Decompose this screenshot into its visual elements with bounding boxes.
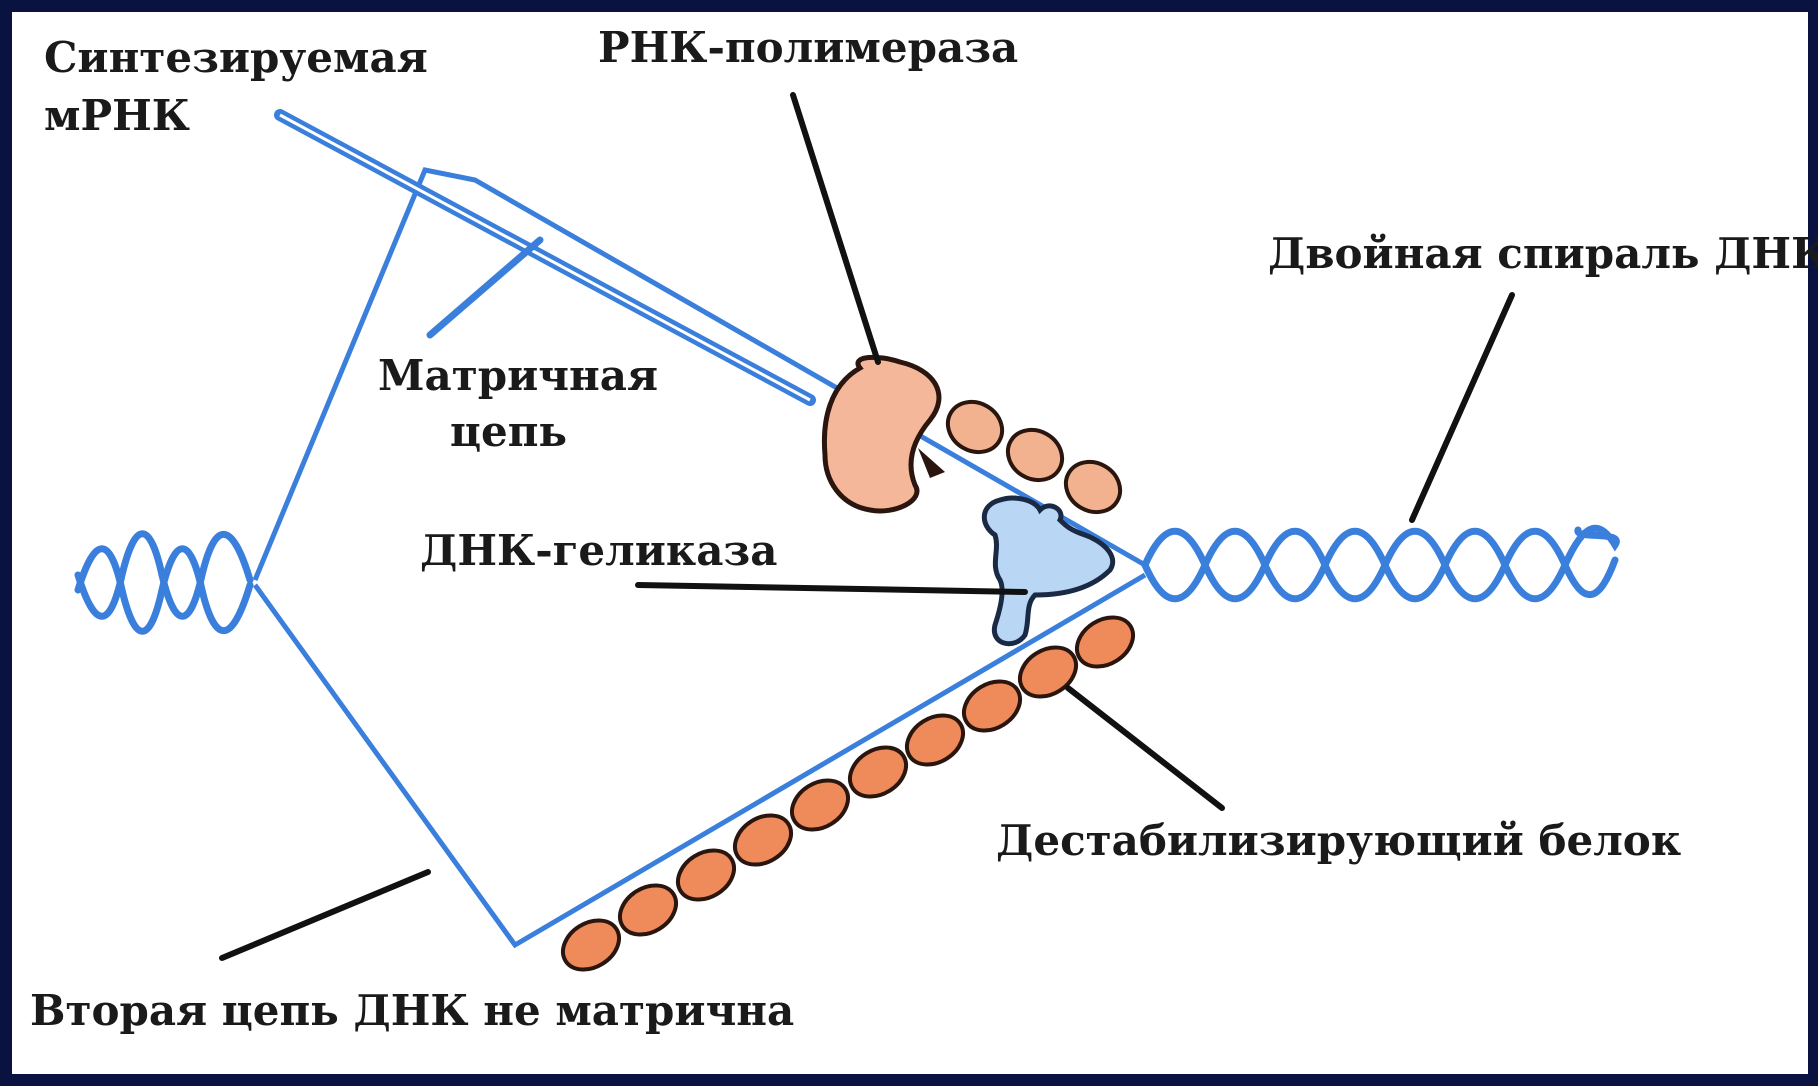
label-double-helix: Двойная спираль ДНК	[1268, 229, 1818, 278]
label-helicase: ДНК-геликаза	[420, 526, 777, 575]
label-mrna-line1: Синтезируемая	[44, 33, 428, 82]
label-destab: Дестабилизирующий белок	[996, 816, 1681, 865]
label-second-strand: Вторая цепь ДНК не матрична	[30, 986, 794, 1035]
label-polymerase: РНК-полимераза	[598, 23, 1018, 72]
label-template-line1: Матричная	[378, 351, 658, 400]
label-template-line2: цепь	[450, 407, 567, 456]
label-mrna-line2: мРНК	[44, 91, 190, 140]
diagram-panel	[12, 12, 1808, 1074]
